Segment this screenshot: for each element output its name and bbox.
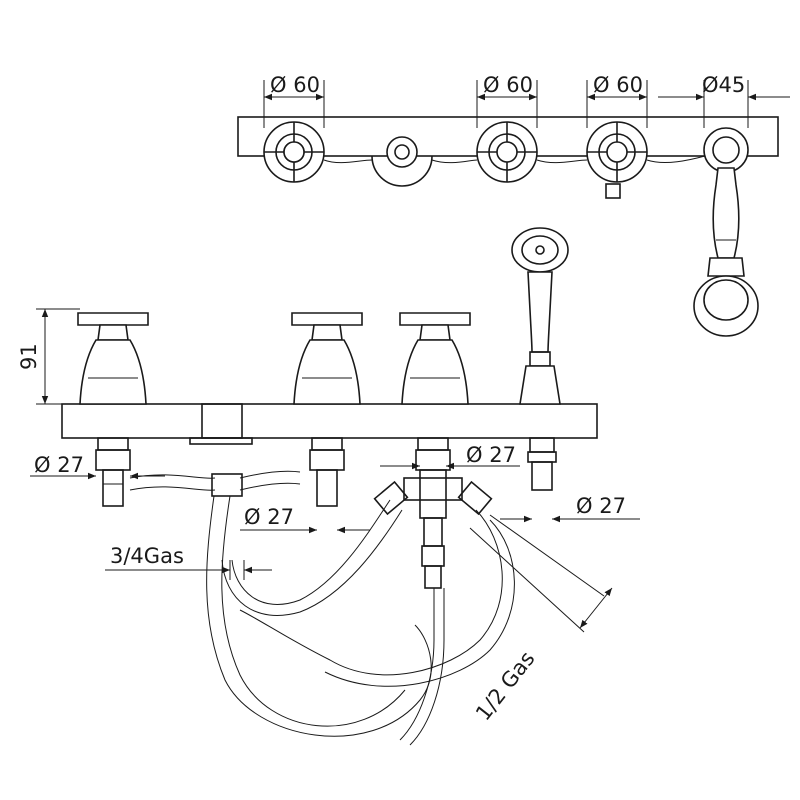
top-dimensions: Ø 60 Ø 60 Ø 60 Ø45 [263, 73, 790, 128]
top-handle-1 [263, 121, 325, 183]
top-handle-2 [476, 121, 538, 183]
dim-right-pipe: Ø 27 [576, 494, 626, 518]
top-diverter-knob [371, 136, 433, 187]
dim-left-pipe: Ø 27 [34, 453, 84, 477]
dim-inlet-thread: 3/4Gas [110, 544, 184, 568]
front-valve-3 [399, 312, 471, 589]
front-valve-2 [291, 312, 363, 507]
front-hand-shower [511, 227, 569, 491]
dim-height: 91 [17, 343, 41, 370]
top-view: Ø 60 Ø 60 Ø 60 Ø45 [237, 73, 790, 337]
dim-center-pipe: Ø 27 [466, 443, 516, 467]
dim-top-handle-2: Ø 60 [483, 73, 533, 97]
dim-top-handle-1: Ø 60 [270, 73, 320, 97]
top-hand-shower [693, 127, 759, 337]
top-handle-3 [586, 121, 648, 199]
dim-hose-thread: 1/2 Gas [471, 647, 540, 725]
dim-top-shower: Ø45 [702, 73, 745, 97]
dim-mid-pipe: Ø 27 [244, 505, 294, 529]
dim-top-handle-3: Ø 60 [593, 73, 643, 97]
front-valve-1 [77, 312, 149, 507]
front-deck-plate [61, 403, 598, 439]
front-view: 91 Ø 27 Ø 27 Ø 27 Ø 27 3/4Gas 1/2 Gas [17, 227, 640, 746]
hoses [129, 470, 515, 746]
